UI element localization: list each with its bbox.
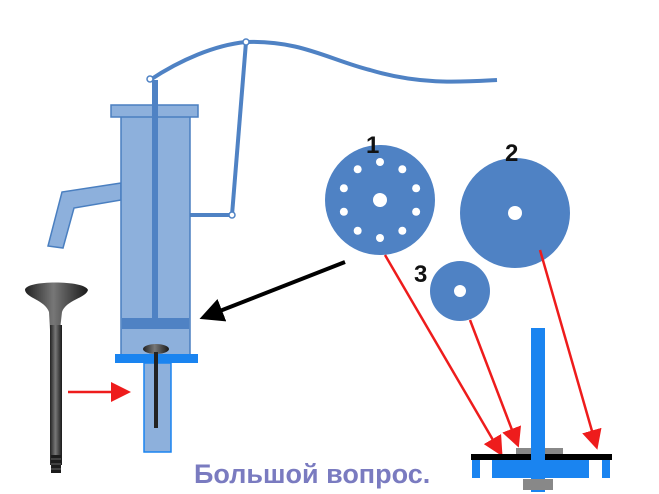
small-valve-stem xyxy=(154,352,158,428)
joint xyxy=(242,38,250,46)
red-arrow-disc-2 xyxy=(538,249,602,450)
valve-image xyxy=(25,282,88,473)
caption: Большой вопрос. xyxy=(194,459,430,489)
disc-3-label: 3 xyxy=(414,261,427,288)
disc-2-label: 2 xyxy=(505,140,518,167)
pump-lever xyxy=(230,41,248,216)
disc-1 xyxy=(325,145,435,255)
disc-1-hole xyxy=(339,207,348,216)
small-valve-head xyxy=(143,344,169,354)
disc-1-hole xyxy=(376,158,384,166)
disc-1-hole xyxy=(339,184,348,193)
pump-handle-curve xyxy=(148,39,498,84)
disc-1-hole xyxy=(353,165,362,174)
disc-2-hole xyxy=(508,206,522,220)
pump-piston xyxy=(122,318,189,329)
joint xyxy=(146,75,154,83)
disc-1-hole xyxy=(398,165,407,174)
joint xyxy=(228,211,236,219)
disc-3-hole xyxy=(454,285,466,297)
disc-1-hole xyxy=(353,226,362,235)
pump-spout xyxy=(47,182,122,249)
red-arrow-disc-3 xyxy=(468,319,521,448)
disc-1-hole xyxy=(376,234,384,242)
black-arrow xyxy=(199,260,346,322)
disc-1-hole xyxy=(412,184,421,193)
pump-rod xyxy=(152,80,158,320)
valve-assembly xyxy=(471,328,612,492)
disc-1-label: 1 xyxy=(366,132,379,159)
disc-1-hole xyxy=(398,226,407,235)
red-arrow-disc-1 xyxy=(383,254,503,457)
disc-1-hole xyxy=(412,207,421,216)
